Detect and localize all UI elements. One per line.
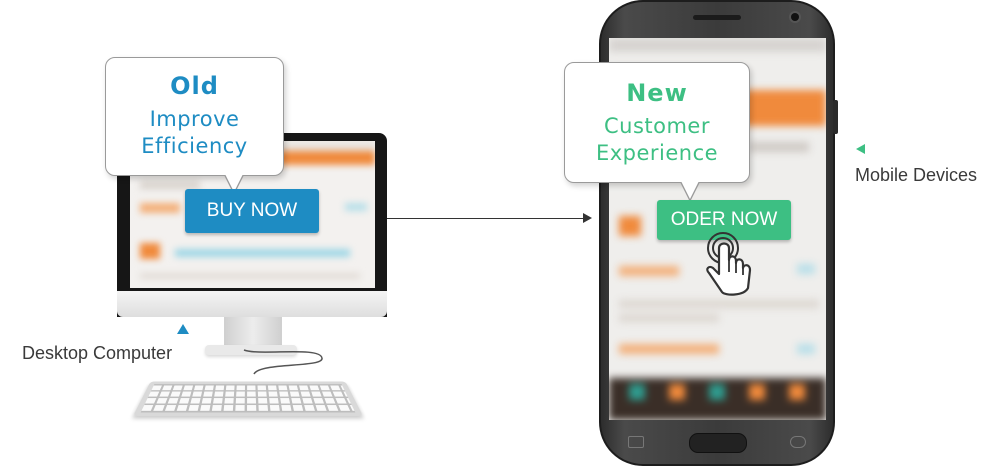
phone-side-button: [833, 100, 838, 134]
arrow-right-icon: [387, 218, 585, 219]
new-speech-bubble: New Customer Experience: [564, 62, 750, 183]
keyboard-cable: [243, 349, 323, 375]
buy-now-button[interactable]: BUY NOW: [185, 189, 319, 233]
phone-camera: [791, 13, 799, 21]
keyboard: [133, 381, 363, 416]
phone-menu-key: [628, 436, 644, 448]
old-line-2: Efficiency: [141, 134, 248, 158]
new-line-2: Experience: [595, 141, 719, 165]
desktop-computer-label: Desktop Computer: [22, 343, 173, 363]
old-speech-bubble: Old Improve Efficiency: [105, 57, 284, 176]
phone-back-key: [790, 436, 806, 448]
phone-speaker: [693, 15, 741, 20]
order-now-button[interactable]: ODER NOW: [657, 200, 791, 240]
new-title: New: [626, 79, 688, 107]
new-line-1: Customer: [603, 114, 710, 138]
monitor-stand: [224, 317, 282, 347]
phone-home-button: [689, 433, 747, 453]
hand-pointer-icon: [706, 232, 752, 296]
triangle-left-icon: [856, 144, 865, 154]
triangle-up-icon: [177, 324, 189, 334]
old-line-1: Improve: [149, 107, 240, 131]
monitor-stand-base: [205, 345, 297, 355]
monitor-chin: [117, 291, 387, 317]
old-title: Old: [170, 72, 219, 100]
mobile-devices-label: Mobile Devices: [855, 165, 978, 185]
